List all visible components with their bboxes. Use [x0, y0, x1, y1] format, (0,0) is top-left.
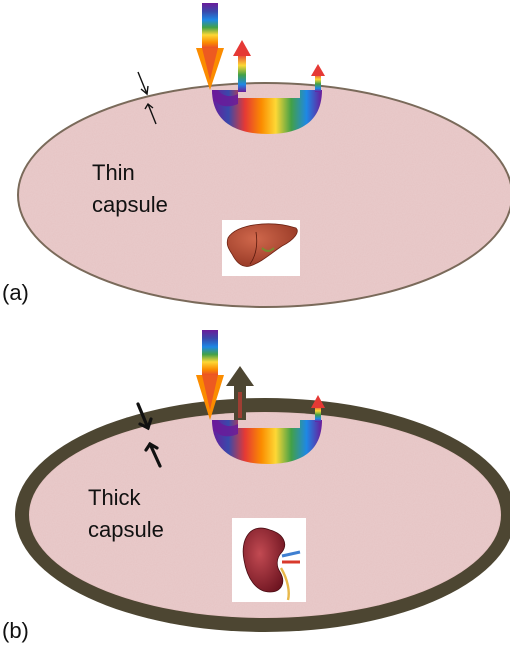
panel-label-a: (a)	[2, 280, 29, 305]
reflected-light-arrow-b	[226, 366, 254, 420]
diffuse-light-arrow-a	[311, 64, 325, 92]
liver-icon	[222, 220, 300, 276]
panel-b: Thick capsule (b)	[2, 330, 510, 643]
capsule-label-b-line1: Thick	[88, 485, 142, 510]
tissue-texture-a	[19, 84, 510, 306]
scatter-hook-b	[212, 420, 238, 437]
thickness-indicator-b	[136, 402, 162, 468]
scatter-path-a	[212, 90, 322, 134]
capsule-label-a-line1: Thin	[92, 160, 135, 185]
reflected-light-arrow-a	[233, 40, 251, 92]
panel-a: Thin capsule (a)	[2, 3, 510, 308]
capsule-label-b-line2: capsule	[88, 517, 164, 542]
thickness-indicator-a	[137, 71, 157, 125]
scatter-path-b	[212, 420, 322, 464]
capsule-label-a-line2: capsule	[92, 192, 168, 217]
tissue-texture-b	[30, 413, 500, 617]
panel-label-b: (b)	[2, 618, 29, 643]
incident-light-arrow-b	[196, 330, 224, 420]
scatter-hook-a	[212, 90, 238, 107]
incident-light-arrow-a	[196, 3, 224, 90]
kidney-icon	[232, 518, 306, 602]
diffuse-light-arrow-b	[311, 395, 325, 422]
